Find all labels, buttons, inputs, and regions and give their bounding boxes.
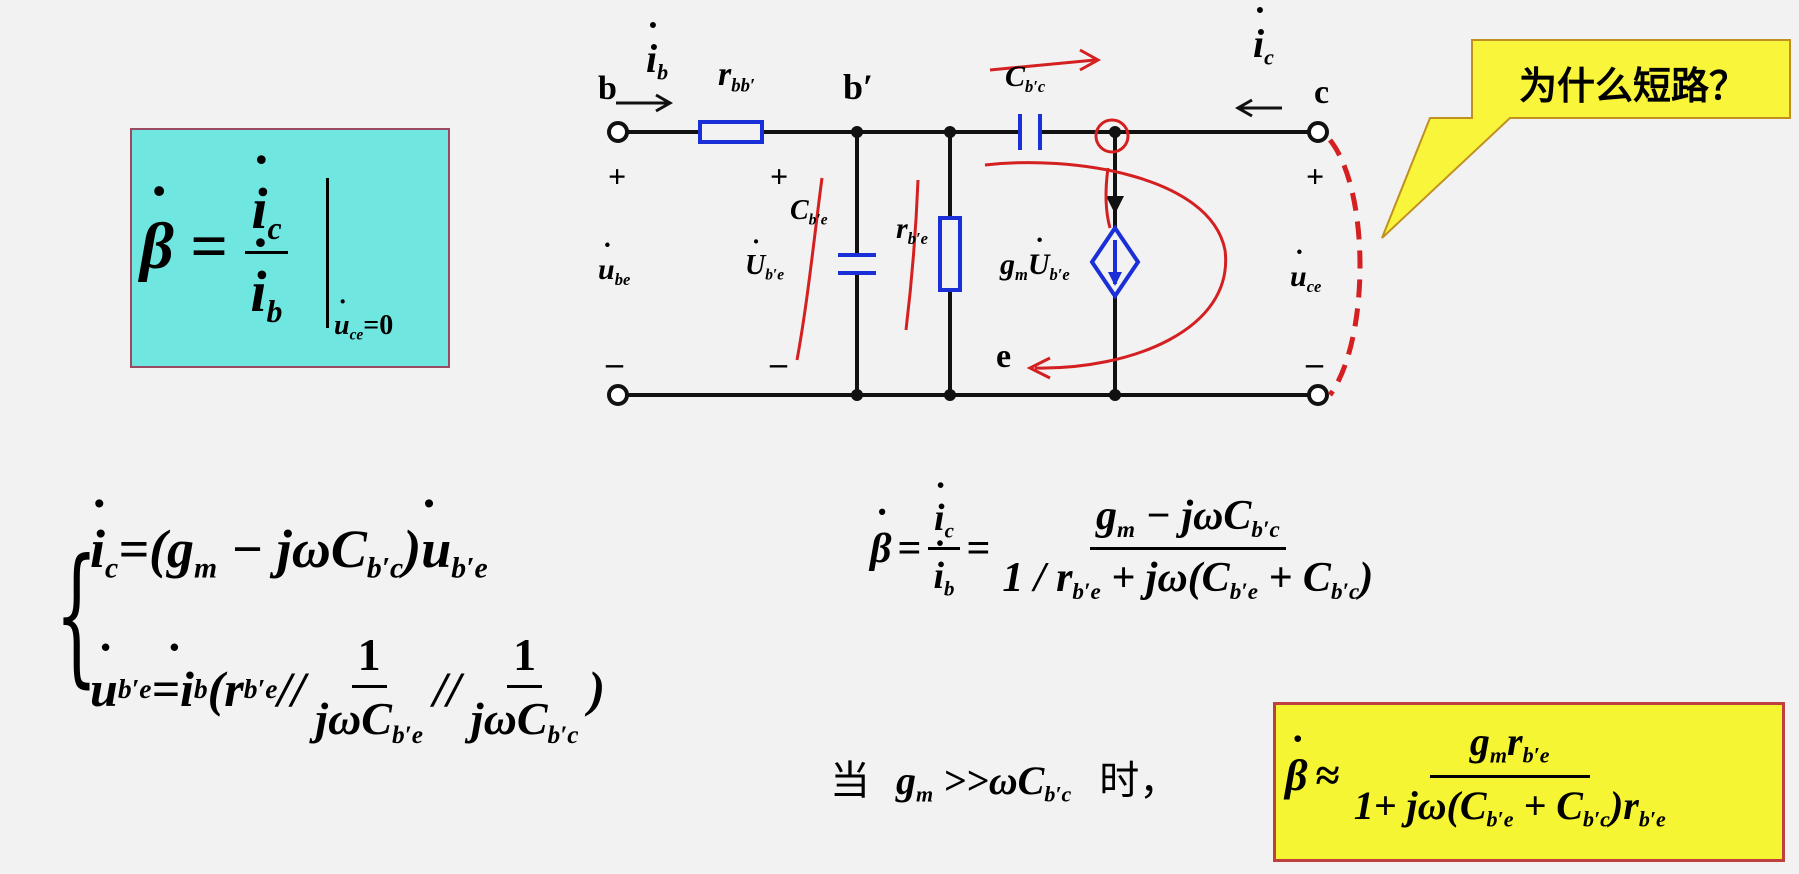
label-minus-left: –: [606, 345, 623, 382]
label-node-c: c: [1314, 74, 1330, 111]
approximation-box: [1273, 702, 1785, 862]
resistor-rbb: [698, 120, 764, 144]
label-plus-left: +: [608, 158, 627, 194]
approximation-formula: β ≈ gmrb′e 1+ jω(Cb′e + Cb′c)rb′e: [1285, 718, 1672, 832]
label-rbe: rb′e: [896, 212, 928, 248]
label-ube: ube: [598, 253, 630, 290]
beta-fraction: ic ib: [244, 175, 288, 330]
evaluation-bar: [326, 178, 329, 328]
label-node-e: e: [996, 338, 1012, 375]
beta-definition-box: [130, 128, 450, 368]
resistor-rbe: [938, 216, 962, 292]
beta-definition-formula: β = ic ib: [140, 175, 289, 330]
beta-expression: β = ic ib = gm − jωCb′c 1 / rb′e + jω(Cb…: [870, 492, 1379, 605]
condition-line: 当 gm >>ωCb′c 时，: [830, 758, 1180, 807]
label-uce: uce: [1290, 260, 1321, 297]
callout-text: 为什么短路？: [1518, 64, 1747, 108]
label-ic: ic: [1253, 20, 1274, 71]
short-circuit-dashed-line: [1327, 138, 1363, 397]
label-node-bp: b′: [843, 67, 874, 107]
fraction-1-over-jwcbe: 1 jωCb′e: [315, 629, 423, 749]
beta-symbol: β: [140, 209, 174, 285]
fraction-1-over-jwcbc: 1 jωCb′c: [470, 629, 579, 749]
label-plus-mid: +: [770, 158, 789, 194]
label-cbc: Cb′c: [1005, 60, 1046, 96]
label-node-b: b: [598, 70, 617, 107]
label-ib: ib: [646, 35, 668, 86]
label-plus-right: +: [1306, 158, 1325, 194]
label-gm-ube: gmUb′e: [1000, 248, 1070, 285]
evaluation-condition: uce=0: [334, 310, 393, 344]
label-cbe: Cb′e: [790, 195, 828, 229]
equation-1: ic=(gm − jωCb′c)ub′e: [90, 518, 488, 585]
label-rbb: rbb′: [718, 56, 756, 97]
label-minus-right: –: [1306, 345, 1323, 382]
label-ubpe: Ub′e: [745, 250, 784, 284]
equation-2: ub′e=ib(rb′e // 1 jωCb′e // 1 jωCb′c ): [90, 628, 605, 750]
label-minus-mid: –: [770, 345, 787, 382]
